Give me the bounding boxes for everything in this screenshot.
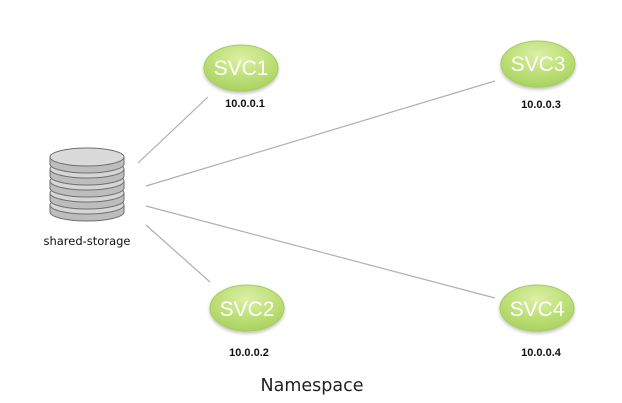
service-node-svc2[interactable]: SVC2 10.0.0.2 bbox=[209, 284, 285, 359]
service-ip: 10.0.0.4 bbox=[521, 347, 562, 359]
database-icon bbox=[49, 147, 125, 222]
service-bubble bbox=[209, 284, 285, 332]
service-name: SVC4 bbox=[510, 298, 565, 321]
connection-storage-svc3 bbox=[145, 80, 496, 187]
service-name: SVC1 bbox=[214, 57, 269, 80]
service-ip: 10.0.0.1 bbox=[225, 98, 265, 110]
service-ip: 10.0.0.3 bbox=[521, 99, 561, 111]
service-name: SVC3 bbox=[511, 53, 566, 76]
namespace-caption: Namespace bbox=[261, 376, 364, 396]
service-node-svc4[interactable]: SVC4 10.0.0.4 bbox=[499, 284, 575, 359]
storage-label: shared-storage bbox=[43, 234, 130, 248]
service-bubble bbox=[203, 44, 279, 92]
service-node-svc1[interactable]: SVC1 10.0.0.1 bbox=[203, 44, 279, 110]
connection-storage-svc2 bbox=[145, 224, 211, 283]
service-bubble bbox=[500, 40, 576, 88]
service-name: SVC2 bbox=[220, 298, 275, 321]
connection-storage-svc4 bbox=[145, 205, 496, 299]
service-bubble bbox=[499, 284, 575, 332]
shared-storage-node[interactable]: shared-storage bbox=[43, 147, 131, 248]
connection-storage-svc1 bbox=[137, 96, 209, 164]
connection-lines bbox=[137, 80, 496, 299]
service-node-svc3[interactable]: SVC3 10.0.0.3 bbox=[500, 40, 576, 111]
service-ip: 10.0.0.2 bbox=[229, 347, 269, 359]
